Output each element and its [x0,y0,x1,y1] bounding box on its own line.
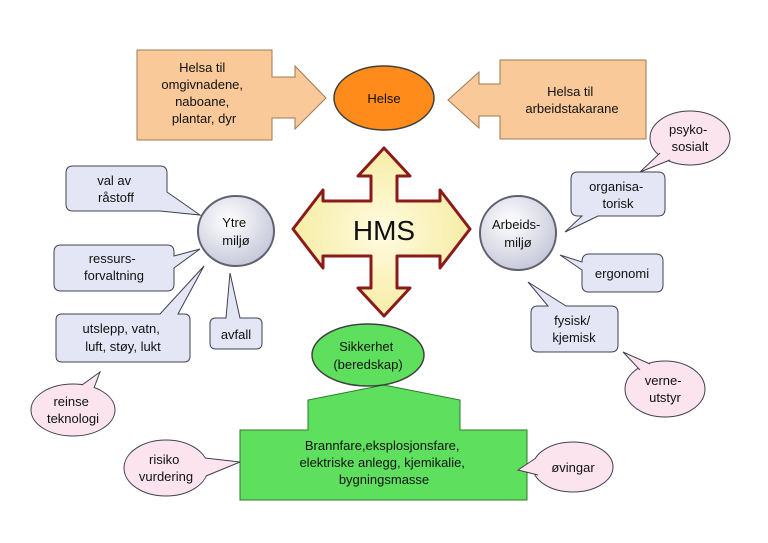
callout-organisatorisk: organisa- torisk [564,171,666,233]
svg-text:Helsa til arbeidstakaran: Helsa til arbeidstakarane [525,84,618,116]
svg-text:ressurs- forvaltning: ressurs- forvaltning [84,251,144,283]
sikkerhet-node: Sikkerhet (beredskap) [311,323,425,387]
ytre-miljo-node: Ytre miljø [197,195,275,267]
svg-text:Helsa til omgivnadene,: Helsa til omgivnadene, naboane, plantar,… [161,60,246,126]
svg-text:risiko vurdering: risiko vurdering [139,452,193,484]
callout-ressursforvaltning: ressurs- forvaltning [53,244,201,292]
svg-text:fysisk/ kjemisk: fysisk/ kjemisk [552,313,596,345]
callout-ergonomi: ergonomi [559,253,664,293]
helse-left-line-4: plantar, dyr [172,111,237,126]
svg-text:utslepp, vatn, luft, stø: utslepp, vatn, luft, støy, lukt [83,321,164,354]
hms-label: HMS [353,215,415,246]
callout-risikovurdering: risiko vurdering [123,439,241,497]
svg-text:avfall: avfall [221,327,251,342]
callout-avfall: avfall [209,272,263,350]
svg-text:Sikkerhet (beredskap): Sikkerhet (beredskap) [333,339,402,372]
callout-val-av-rastoff: val av råstoff [65,165,202,216]
svg-text:øvingar: øvingar [551,460,595,475]
hms-center-arrow: HMS [291,146,472,318]
svg-text:val av råstoff: val av råstoff [97,173,135,205]
svg-text:Arbeids- miljø: Arbeids- miljø [492,217,544,250]
svg-text:Ytre miljø: Ytre miljø [222,215,250,248]
helse-left-line-3: naboane, [175,94,229,109]
callout-verneutstyr: verne- utstyr [622,351,706,418]
arbeidsmiljo-node: Arbeids- miljø [479,195,557,271]
helse-right-box: Helsa til arbeidstakarane [447,59,647,140]
callout-fysisk-kjemisk: fysisk/ kjemisk [527,281,619,353]
helse-left-line-1: Helsa til [179,60,225,75]
svg-text:verne- utstyr: verne- utstyr [645,373,685,405]
helse-left-box: Helsa til omgivnadene, naboane, plantar,… [136,49,327,141]
helse-left-line-2: omgivnadene, [161,77,243,92]
callout-utslepp: utslepp, vatn, luft, støy, lukt [55,265,205,363]
callout-reinse-teknologi: reinse teknologi [30,370,116,437]
callout-ovingar: øvingar [516,441,614,493]
helse-label: Helse [367,91,400,106]
svg-text:ergonomi: ergonomi [595,266,649,281]
helse-right-line-2: arbeidstakarane [525,101,618,116]
sikkerhet-box: Brannfare,eksplosjonsfare, elektriske an… [239,384,528,501]
svg-text:psyko- sosialt: psyko- sosialt [669,122,711,154]
svg-text:Brannfare,eksplosjonsfare,: Brannfare,eksplosjonsfare, elektriske an… [299,438,468,487]
helse-right-line-1: Helsa til [547,84,593,99]
helse-node: Helse [333,65,435,131]
svg-text:reinse teknologi: reinse teknologi [47,394,99,426]
svg-text:organisa- torisk: organisa- torisk [589,179,647,211]
callout-psykososialt: psyko- sosialt [639,110,731,173]
